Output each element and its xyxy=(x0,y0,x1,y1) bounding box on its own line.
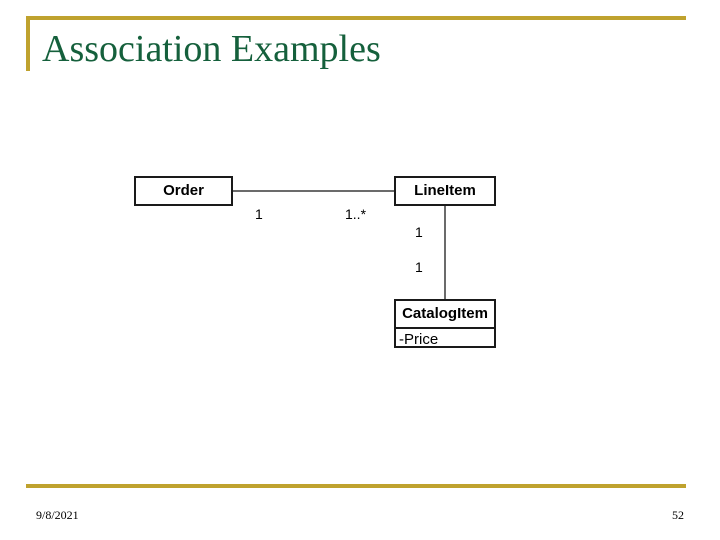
uml-class-name-lineitem: LineItem xyxy=(414,182,476,199)
uml-class-lineitem[interactable]: LineItem xyxy=(394,176,496,206)
title-accent-rule-left xyxy=(26,16,30,71)
association-line-order-lineitem xyxy=(233,190,394,192)
multiplicity-catalogitem-up: 1 xyxy=(415,259,423,275)
multiplicity-order-end: 1 xyxy=(255,206,263,222)
uml-attribute-price: -Price xyxy=(396,327,494,351)
uml-class-diagram: Order LineItem CatalogItem -Price 1 1..*… xyxy=(134,176,496,348)
uml-class-name-catalogitem: CatalogItem xyxy=(402,305,488,322)
multiplicity-lineitem-end: 1..* xyxy=(345,206,367,222)
uml-class-name-order: Order xyxy=(163,182,204,199)
association-line-lineitem-catalogitem xyxy=(444,206,446,299)
footer-accent-rule xyxy=(26,484,686,488)
page-title: Association Examples xyxy=(42,28,381,70)
uml-class-order[interactable]: Order xyxy=(134,176,233,206)
uml-class-catalogitem[interactable]: CatalogItem -Price xyxy=(394,299,496,348)
multiplicity-lineitem-down: 1 xyxy=(415,224,423,240)
footer-date: 9/8/2021 xyxy=(36,508,79,522)
title-accent-rule-top xyxy=(26,16,686,20)
footer-page-number: 52 xyxy=(672,508,684,522)
